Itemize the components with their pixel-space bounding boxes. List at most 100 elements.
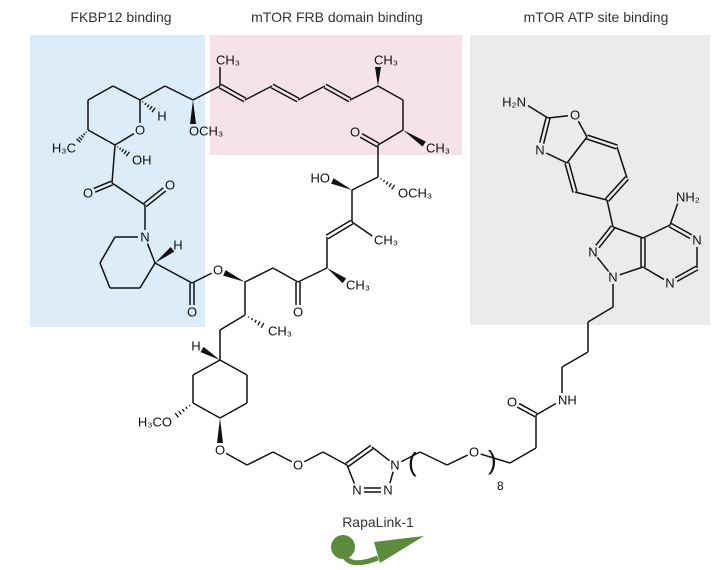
double-bond xyxy=(607,178,630,202)
single-bond xyxy=(371,446,390,462)
single-bond xyxy=(642,266,665,281)
atom-label-n: N xyxy=(665,276,674,291)
single-bond xyxy=(99,236,116,264)
atom-label-ch3: CH₃ xyxy=(268,324,292,339)
hashed-bond xyxy=(80,134,84,138)
double-bond xyxy=(345,444,372,464)
hashed-bond xyxy=(144,102,147,106)
atom-label-o: O xyxy=(570,108,580,123)
single-bond xyxy=(619,266,644,276)
single-bond xyxy=(349,85,379,101)
atom-label-n: N xyxy=(390,458,399,473)
single-bond xyxy=(545,152,568,164)
atom-label-o: O xyxy=(507,395,517,410)
single-bond xyxy=(351,221,373,237)
single-bond xyxy=(219,402,248,419)
double-bond xyxy=(568,162,578,192)
hashed-bond xyxy=(76,138,81,143)
compound-name: RapaLink-1 xyxy=(342,514,414,530)
single-bond xyxy=(377,85,404,101)
single-bond xyxy=(154,262,193,284)
atom-label-ch3: CH₃ xyxy=(216,53,240,68)
single-bond xyxy=(535,402,557,416)
atom-label-nh2: NH₂ xyxy=(676,190,700,205)
double-bond xyxy=(93,180,112,190)
repeat-count: 8 xyxy=(497,479,504,493)
double-bond xyxy=(587,134,618,146)
single-bond xyxy=(191,272,213,284)
wedge-bond xyxy=(403,130,426,147)
single-bond xyxy=(377,129,404,146)
hashed-bond xyxy=(257,321,261,326)
single-bond xyxy=(219,314,246,331)
single-bond xyxy=(87,85,114,101)
atom-label-o: O xyxy=(469,445,479,460)
single-bond xyxy=(246,451,274,466)
single-bond xyxy=(112,85,141,101)
single-bond xyxy=(99,262,111,289)
double-bond xyxy=(270,87,298,103)
single-bond xyxy=(225,452,248,466)
double-bond xyxy=(542,118,551,144)
single-bond xyxy=(547,115,569,119)
hashed-bond xyxy=(385,181,389,185)
hashed-bond xyxy=(78,136,83,141)
single-bond xyxy=(612,226,644,239)
header-mtor-frb-binding: mTOR FRB domain binding xyxy=(251,9,423,25)
double-bond xyxy=(516,406,536,418)
double-bond xyxy=(674,265,697,279)
atom-label-och3: OCH₃ xyxy=(189,124,223,139)
single-bond xyxy=(400,451,421,463)
double-bond xyxy=(327,223,354,240)
atom-label-o: O xyxy=(213,263,223,278)
double-bond xyxy=(361,133,380,144)
single-bond xyxy=(616,146,628,179)
hashed-bond xyxy=(388,182,392,188)
hashed-bond xyxy=(149,105,153,111)
single-bond xyxy=(577,120,588,138)
single-bond xyxy=(574,191,608,201)
hashed-bond xyxy=(146,104,150,108)
atom-label-ch3: CH₃ xyxy=(374,233,398,248)
hashed-bond xyxy=(260,322,265,328)
double-bond xyxy=(518,402,538,414)
atom-label-o: O xyxy=(293,458,303,473)
bonds xyxy=(76,67,699,493)
atom-label-o: O xyxy=(293,305,303,320)
double-bond xyxy=(595,225,613,246)
wedge-bond xyxy=(217,418,223,443)
single-bond xyxy=(272,451,293,463)
atom-label-h: H xyxy=(191,339,200,354)
rapamycin-ball-icon xyxy=(331,535,355,559)
hashed-bond xyxy=(382,179,386,183)
double-bond xyxy=(218,87,245,103)
atom-label-n: N xyxy=(608,270,617,285)
atom-label-h3co: H₃CO xyxy=(138,415,172,430)
single-bond xyxy=(561,351,589,368)
hashed-bond xyxy=(380,178,382,180)
double-bond xyxy=(586,138,617,150)
single-bond xyxy=(303,451,324,463)
double-bond xyxy=(668,226,691,240)
atom-label-n: N xyxy=(383,483,392,498)
hashed-bond xyxy=(151,107,156,113)
atom-label-o: O xyxy=(350,125,360,140)
double-bond xyxy=(347,448,374,468)
single-bond xyxy=(596,256,610,273)
wedge-bond xyxy=(327,268,347,284)
single-bond xyxy=(587,306,614,323)
hashed-bond xyxy=(181,408,185,413)
double-bond xyxy=(325,219,352,236)
linker-curve-icon xyxy=(342,555,379,566)
single-bond xyxy=(566,136,588,164)
double-bond xyxy=(145,190,167,208)
single-bond xyxy=(446,454,469,466)
hashed-bond xyxy=(116,146,119,148)
kinase-inhibitor-triangle-icon xyxy=(374,536,424,563)
double-bond xyxy=(604,176,627,200)
atom-label-ch3: CH₃ xyxy=(426,141,450,156)
single-bond xyxy=(480,453,511,464)
atom-label-och3: OCH₃ xyxy=(398,186,432,201)
double-bond xyxy=(272,83,300,99)
